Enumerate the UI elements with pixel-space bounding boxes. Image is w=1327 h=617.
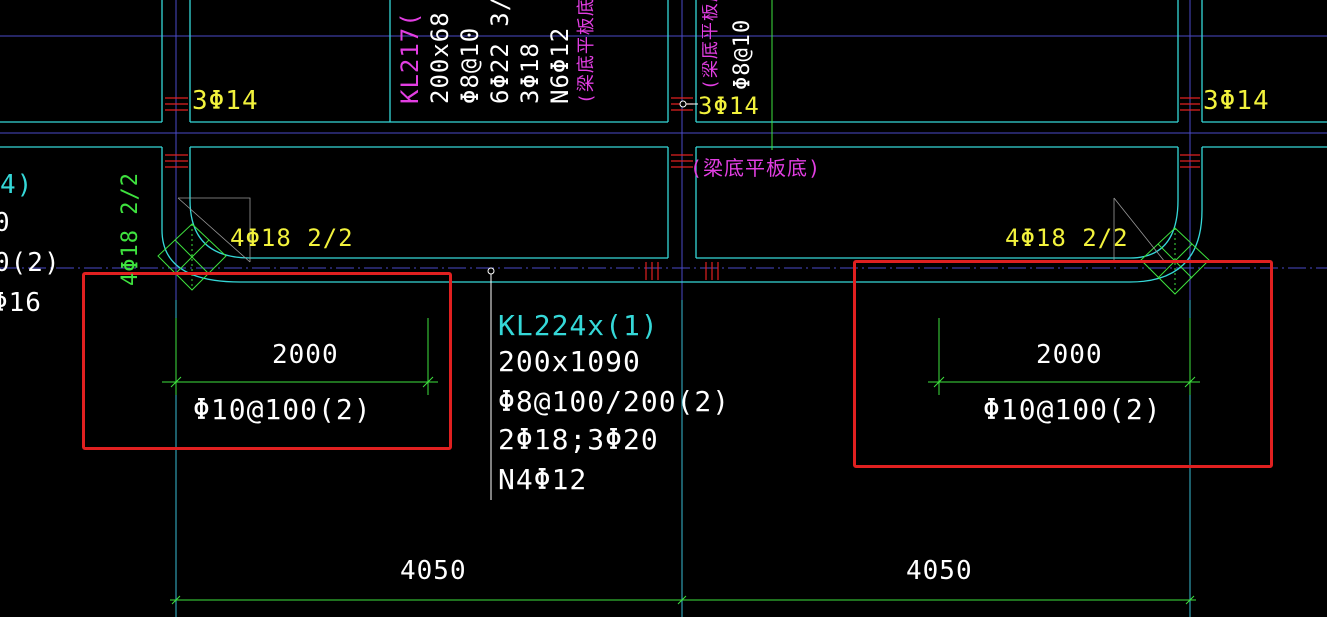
span-left-dimension[interactable]: 4050 <box>400 556 467 586</box>
rebar-label-right-corner[interactable]: 4Φ18 2/2 <box>1005 224 1129 252</box>
partial-text-3: 0(2) <box>0 248 61 278</box>
rebar-label-left-top[interactable]: 3Φ14 <box>192 86 259 116</box>
partial-text-4: Φ16 <box>0 288 42 318</box>
kl217-stirrup: Φ8@10 <box>456 26 484 104</box>
right-beam-note: (梁底平板底 <box>702 0 721 90</box>
kl217-note: (梁底平板底 <box>576 0 597 104</box>
dimension-left-length[interactable]: 2000 <box>272 340 339 370</box>
right-beam-label-block[interactable]: (梁底平板底 Φ8@10 <box>702 0 772 90</box>
leader-lines <box>487 0 773 500</box>
column-left-hatch <box>157 223 227 291</box>
dimension-right-stirrup[interactable]: Φ10@100(2) <box>983 393 1162 426</box>
kl224-name[interactable]: KL224x(1) <box>498 309 659 342</box>
kl217-name: KL217( <box>398 11 424 104</box>
rebar-label-right-top[interactable]: 3Φ14 <box>1203 86 1270 116</box>
kl217-side-bars: N6Φ12 <box>546 26 574 104</box>
dimension-right-length[interactable]: 2000 <box>1036 340 1103 370</box>
kl224-stirrup[interactable]: Φ8@100/200(2) <box>498 385 731 418</box>
kl217-top-bars: 3Φ18 <box>516 42 544 104</box>
highlight-box-left <box>82 272 452 450</box>
partial-text-1: 4) <box>0 170 34 200</box>
dimension-lines <box>162 318 1200 605</box>
rebar-label-mid-top[interactable]: 3Φ14 <box>698 92 760 120</box>
dimension-left-stirrup[interactable]: Φ10@100(2) <box>193 393 372 426</box>
highlight-box-right <box>853 260 1273 468</box>
rebar-label-left-corner[interactable]: 4Φ18 2/2 <box>230 224 354 252</box>
right-beam-stirrup: Φ8@10 <box>730 18 755 90</box>
kl217-label-block[interactable]: KL217( 200x68 Φ8@10 6Φ22 3/ 3Φ18 N6Φ12 (… <box>398 0 660 104</box>
beam-note-mid[interactable]: (梁底平板底) <box>690 156 822 180</box>
kl224-section[interactable]: 200x1090 <box>498 345 641 378</box>
kl224-side-bars[interactable]: N4Φ12 <box>498 463 588 496</box>
span-right-dimension[interactable]: 4050 <box>906 556 973 586</box>
kl224-main-bars[interactable]: 2Φ18;3Φ20 <box>498 423 659 456</box>
kl217-main-bars: 6Φ22 3/ <box>486 0 514 104</box>
rebar-label-left-vertical[interactable]: 4Φ18 2/2 <box>118 172 143 286</box>
partial-text-2: 0 <box>0 208 11 238</box>
kl217-section: 200x68 <box>426 11 454 104</box>
